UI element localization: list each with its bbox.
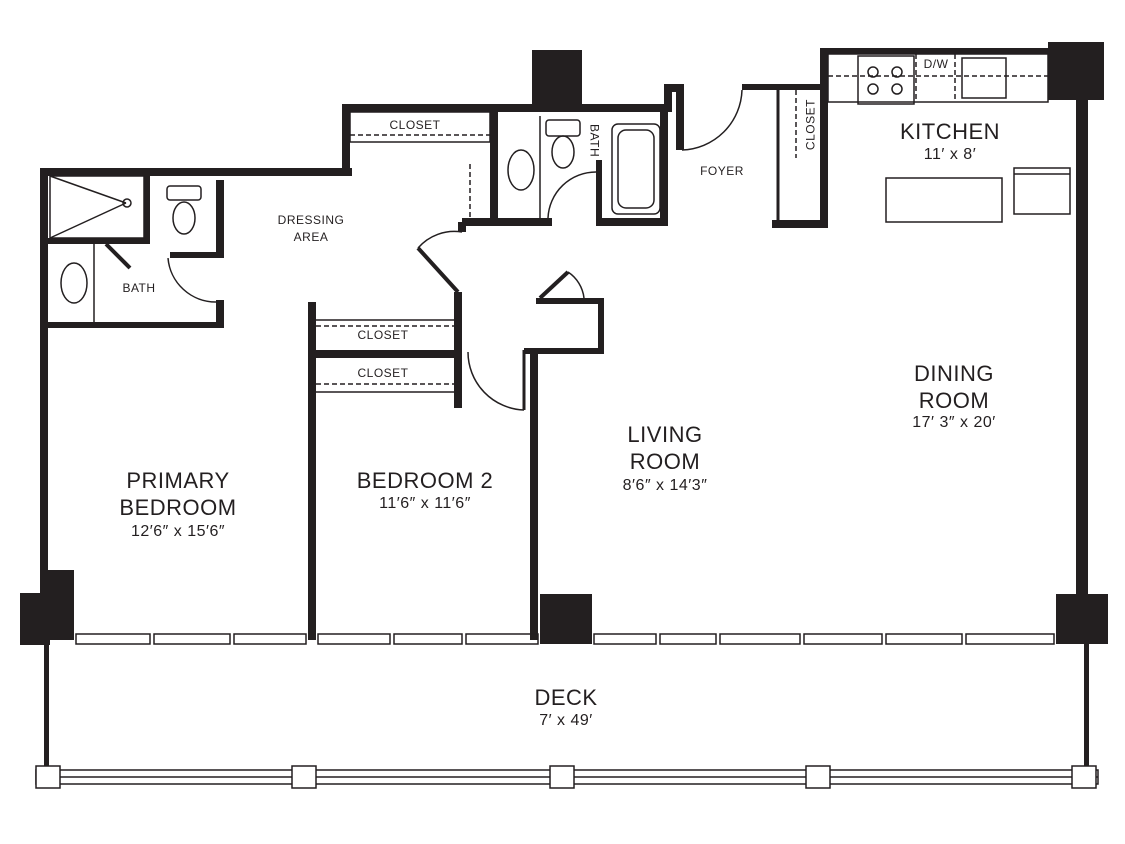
kitchen-size: 11′ x 8′	[923, 146, 977, 163]
bedroom2-size: 11′6″ x 11′6″	[379, 495, 471, 512]
dressing-label-2: AREA	[293, 230, 329, 244]
primary-size: 12′6″ x 15′6″	[130, 523, 226, 540]
dressing-closet-label: CLOSET	[389, 118, 441, 132]
living-size: 8′6″ x 14′3″	[622, 477, 708, 494]
bedroom2-label: BEDROOM 2	[356, 468, 494, 493]
primary-label-1: PRIMARY	[126, 468, 230, 493]
primary-label-2: BEDROOM	[119, 495, 237, 520]
bedroom2-closet-label: CLOSET	[357, 366, 409, 380]
primary-bath-label: BATH	[122, 281, 156, 295]
foyer-closet-label: CLOSET	[803, 99, 818, 151]
deck-size: 7′ x 49′	[539, 712, 593, 729]
dining-label-2: ROOM	[918, 388, 990, 413]
dishwasher-label: D/W	[923, 57, 949, 71]
fixtures	[35, 53, 1099, 789]
living-label-1: LIVING	[627, 422, 703, 447]
primary-closet-label: CLOSET	[357, 328, 409, 342]
deck-label: DECK	[534, 685, 598, 710]
foyer-label: FOYER	[700, 164, 744, 178]
hall-bath-label: BATH	[587, 124, 602, 158]
dressing-label-1: DRESSING	[277, 213, 345, 227]
living-label-2: ROOM	[629, 449, 701, 474]
walls	[20, 42, 1108, 645]
dining-size: 17′ 3″ x 20′	[912, 414, 996, 431]
kitchen-label: KITCHEN	[899, 119, 1001, 144]
dining-label-1: DINING	[914, 361, 994, 386]
deck-posts	[44, 640, 1089, 766]
